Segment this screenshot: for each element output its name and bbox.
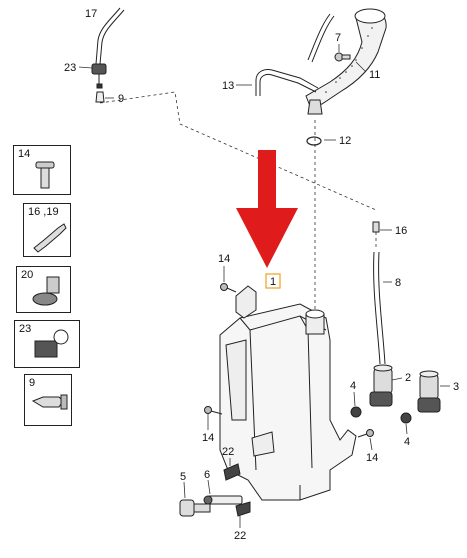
label-2: 2 — [405, 372, 411, 384]
legend-box-14: 14 — [13, 145, 71, 195]
bolt-icon — [35, 161, 55, 189]
legend-label: 16 ,19 — [28, 206, 59, 218]
label-13: 13 — [222, 80, 234, 92]
label-leader-lines — [78, 44, 450, 528]
part-16-connector — [372, 221, 380, 233]
part-5-sensor — [179, 499, 211, 517]
legend-label: 23 — [19, 323, 32, 335]
part-3-pump — [417, 370, 441, 413]
part-6-level-sensor — [203, 495, 243, 505]
clip-icon — [32, 276, 60, 306]
holder-icon — [34, 329, 69, 358]
part-11-dotted-texture — [325, 27, 373, 93]
legend-label: 9 — [29, 377, 36, 389]
part-11-filler-neck — [305, 8, 387, 115]
reservoir-neck — [305, 309, 325, 335]
label-14-left: 14 — [202, 432, 214, 444]
label-1: 1 — [270, 276, 276, 288]
part-22-clip-bottom — [235, 501, 251, 517]
part-22-clip-top — [223, 463, 241, 481]
label-14-right: 14 — [366, 452, 378, 464]
label-11: 11 — [369, 69, 380, 81]
part-2-pump — [369, 364, 393, 407]
part-14-bolt-top — [220, 283, 237, 293]
legend-box-20: 20 — [16, 266, 71, 313]
label-14-top: 14 — [218, 253, 230, 265]
part-4-grommet-right — [400, 412, 412, 424]
part-4-grommet-left — [350, 406, 362, 418]
part-12-oring — [306, 136, 322, 146]
legend-label: 20 — [21, 269, 34, 281]
label-8: 8 — [395, 277, 401, 289]
label-1-highlight-box — [265, 273, 281, 289]
label-7: 7 — [335, 32, 341, 44]
part-17-hose — [95, 7, 125, 65]
part-7-bolt — [334, 52, 351, 62]
nozzle-icon — [31, 394, 68, 410]
part-9-top — [95, 91, 105, 103]
connector-icon — [33, 223, 67, 253]
dashed-leader-lines — [99, 91, 377, 312]
down-arrow-icon — [236, 150, 298, 268]
part-1-reservoir — [219, 303, 357, 501]
label-16: 16 — [395, 225, 407, 237]
label-3: 3 — [453, 381, 459, 393]
label-9: 9 — [118, 93, 124, 105]
label-23: 23 — [64, 62, 76, 74]
part-8-hose — [373, 251, 386, 365]
legend-box-9: 9 — [24, 374, 72, 426]
legend-label: 14 — [18, 148, 31, 160]
part-23-clip — [91, 63, 107, 89]
label-17: 17 — [85, 8, 97, 20]
part-14-bolt-left — [204, 406, 223, 415]
label-4-left: 4 — [350, 380, 356, 392]
label-6: 6 — [204, 469, 210, 481]
part-14-bolt-right — [357, 429, 374, 438]
label-12: 12 — [339, 135, 351, 147]
label-22-bottom: 22 — [234, 530, 246, 542]
part-13-pipe — [255, 13, 335, 96]
reservoir-bracket — [235, 285, 257, 319]
label-22-top: 22 — [222, 446, 234, 458]
legend-box-23: 23 — [14, 320, 80, 368]
legend-box-16-19: 16 ,19 — [23, 203, 71, 257]
label-5: 5 — [180, 471, 186, 483]
label-4-right: 4 — [404, 436, 410, 448]
